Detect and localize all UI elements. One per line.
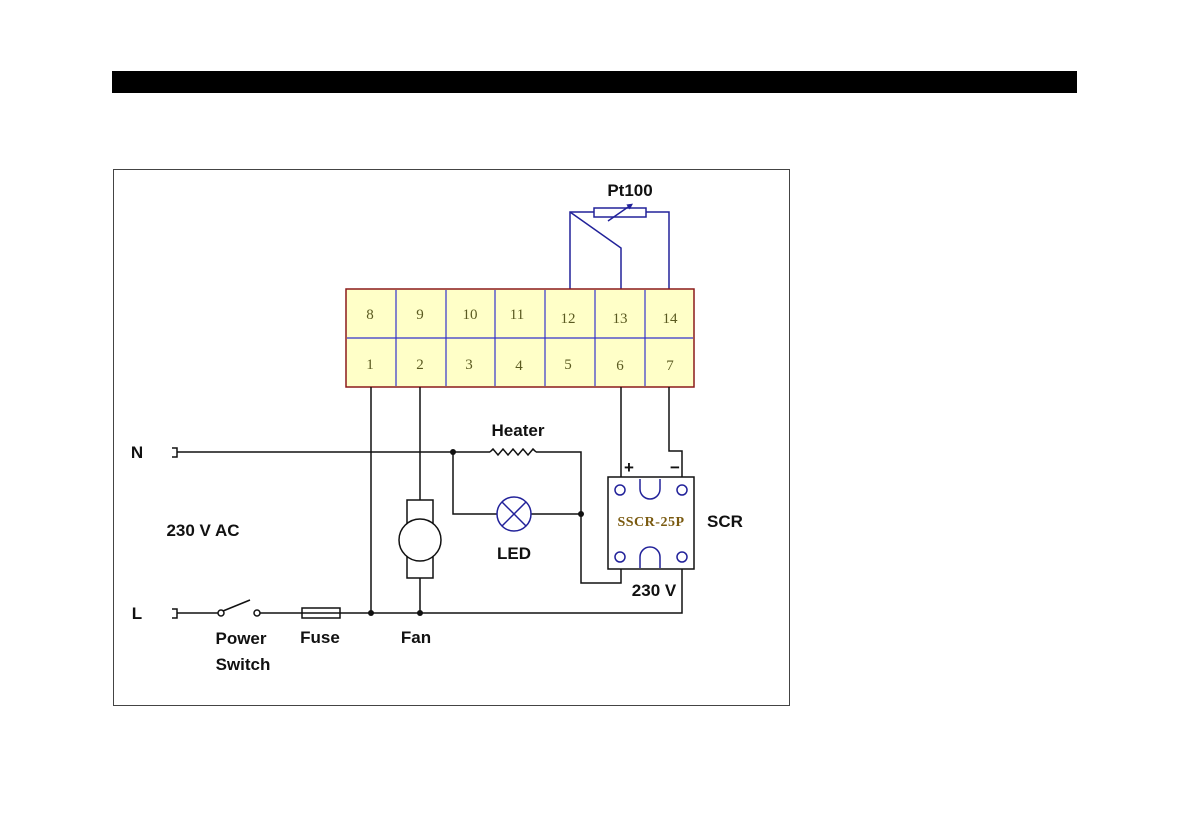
fan-label: Fan xyxy=(401,628,431,647)
neutral-connector-icon xyxy=(172,448,177,457)
terminal-number: 1 xyxy=(366,357,374,373)
fan: Fan xyxy=(399,500,441,647)
pt100-sensor: Pt100 xyxy=(570,181,669,289)
ssr-label: SCR xyxy=(707,512,743,531)
terminal-number: 4 xyxy=(515,358,523,374)
neutral-label: N xyxy=(131,443,143,462)
supply-voltage-label: 230 V AC xyxy=(166,521,239,540)
heater-label: Heater xyxy=(492,421,545,440)
pt100-lead-terminal-12 xyxy=(570,212,594,289)
live-line: L Power Switch Fuse xyxy=(132,569,682,674)
line-wire-main xyxy=(340,569,682,613)
terminal-number: 6 xyxy=(616,358,624,374)
power-switch-label: Power xyxy=(215,629,266,648)
line-label: L xyxy=(132,604,142,623)
terminal-number: 7 xyxy=(666,358,674,374)
terminal-block: 8 9 10 11 12 13 14 1 2 3 4 5 6 7 xyxy=(346,289,694,387)
terminal-number: 3 xyxy=(465,357,473,373)
header-bar xyxy=(112,71,1077,93)
solid-state-relay: + − SSCR-25P SCR 230 V xyxy=(608,458,743,600)
junction-dot xyxy=(368,610,374,616)
terminal-number: 12 xyxy=(561,311,576,327)
power-switch-label: Switch xyxy=(216,655,271,674)
heater-resistor-icon xyxy=(490,449,536,455)
junction-dot xyxy=(578,511,584,517)
terminal-number: 5 xyxy=(564,357,572,373)
fuse-label: Fuse xyxy=(300,628,340,647)
terminal-number: 11 xyxy=(510,307,524,323)
led-indicator: LED xyxy=(453,452,584,563)
diagram-frame xyxy=(114,170,790,706)
terminal-number: 14 xyxy=(663,311,679,327)
junction-dot xyxy=(417,610,423,616)
line-connector-icon xyxy=(172,609,177,618)
ssr-model-label: SSCR-25P xyxy=(617,515,684,530)
terminal-number: 9 xyxy=(416,307,424,323)
switch-contact-icon xyxy=(254,610,260,616)
pt100-lead-terminal-13 xyxy=(570,212,621,289)
led-label: LED xyxy=(497,544,531,563)
led-feed-wire xyxy=(453,452,497,514)
terminal-number: 2 xyxy=(416,357,424,373)
fan-motor-icon xyxy=(399,519,441,561)
switch-blade-icon xyxy=(223,600,250,611)
pt100-lead-terminal-14 xyxy=(646,212,669,289)
pt100-label: Pt100 xyxy=(607,181,652,200)
terminal-number: 10 xyxy=(463,307,478,323)
neutral-line: N xyxy=(131,443,490,462)
ssr-minus-marker: − xyxy=(670,458,680,477)
ssr-load-voltage-label: 230 V xyxy=(632,581,677,600)
terminal-number: 13 xyxy=(613,311,628,327)
ssr-plus-marker: + xyxy=(624,458,634,477)
terminal-number: 8 xyxy=(366,307,374,323)
